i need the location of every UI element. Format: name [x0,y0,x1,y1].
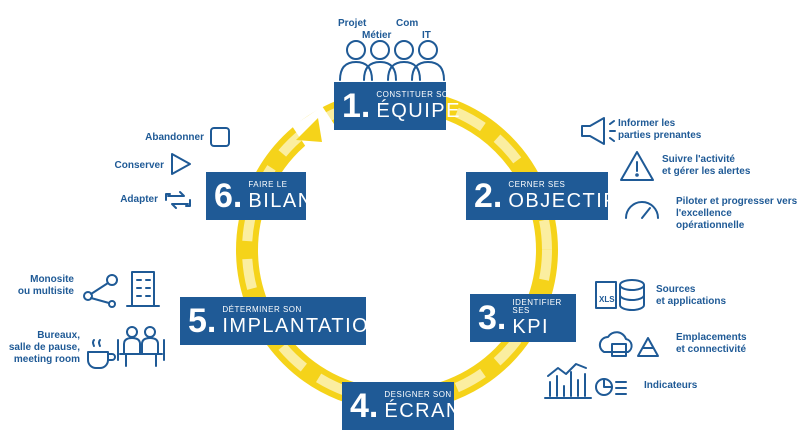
team-label-projet: Projet [338,18,367,29]
coffee-meeting-icon [87,326,165,369]
step-5-title: IMPLANTATION [222,315,386,337]
gauge-icon [625,201,659,219]
step-5-subtitle: Déterminer son [222,305,302,314]
step-2-title: OBJECTIFS [508,190,632,212]
step-4-title: ÉCRAN [384,400,462,422]
step-1-title: ÉQUIPE [376,100,461,122]
team-label-it: IT [422,30,431,41]
step-1-box: 1. Constituer son ÉQUIPE [334,82,459,130]
step-6-number: 6. [214,177,243,215]
cloud-drive-icon [598,331,659,357]
megaphone-icon [581,117,616,145]
step-6-subtitle: Faire le [248,180,288,189]
map-building-icon [83,271,160,308]
implantation-label-2: Bureaux,salle de pause,meeting room [8,330,80,365]
play-icon [171,153,191,175]
step-4-number: 4. [350,387,379,425]
step-2-subtitle: Cerner ses [508,180,566,189]
step-6-box: 6. Faire le BILAN [206,172,312,220]
stop-icon [210,127,230,147]
warning-icon [620,151,654,181]
team-people-icon [339,40,445,81]
step-3-box: 3. Identifier ses KPI [470,294,576,342]
step-4-box: 4. Designer son ÉCRAN [342,382,460,430]
ring-arrowhead [296,118,322,142]
step-1-number: 1. [342,87,371,125]
ring-inner-dashes [242,95,552,405]
kpi-label-3: Indicateurs [644,380,698,391]
svg-text:XLS: XLS [599,295,615,304]
bilan-label-conserver: Conserver [114,160,164,171]
team-label-com: Com [396,18,419,29]
step-3-number: 3. [478,299,507,337]
step-2-number: 2. [474,177,503,215]
step-6-title: BILAN [248,190,314,212]
bilan-label-adapter: Adapter [120,194,158,205]
step-3-subtitle: Identifier ses [512,298,562,315]
step-5-number: 5. [188,302,217,340]
step-5-box: 5. Déterminer son IMPLANTATION [180,297,384,345]
team-label-metier: Métier [362,30,392,41]
step-3-title: KPI [512,316,550,338]
step-4-subtitle: Designer son [384,390,452,399]
refresh-icon [165,191,191,209]
bilan-label-abandonner: Abandonner [145,132,204,143]
bar-chart-icon [544,363,627,399]
xls-database-icon: XLS [595,279,645,311]
step-1-subtitle: Constituer son [376,90,455,99]
step-2-box: 2. Cerner ses OBJECTIFS [466,172,630,220]
